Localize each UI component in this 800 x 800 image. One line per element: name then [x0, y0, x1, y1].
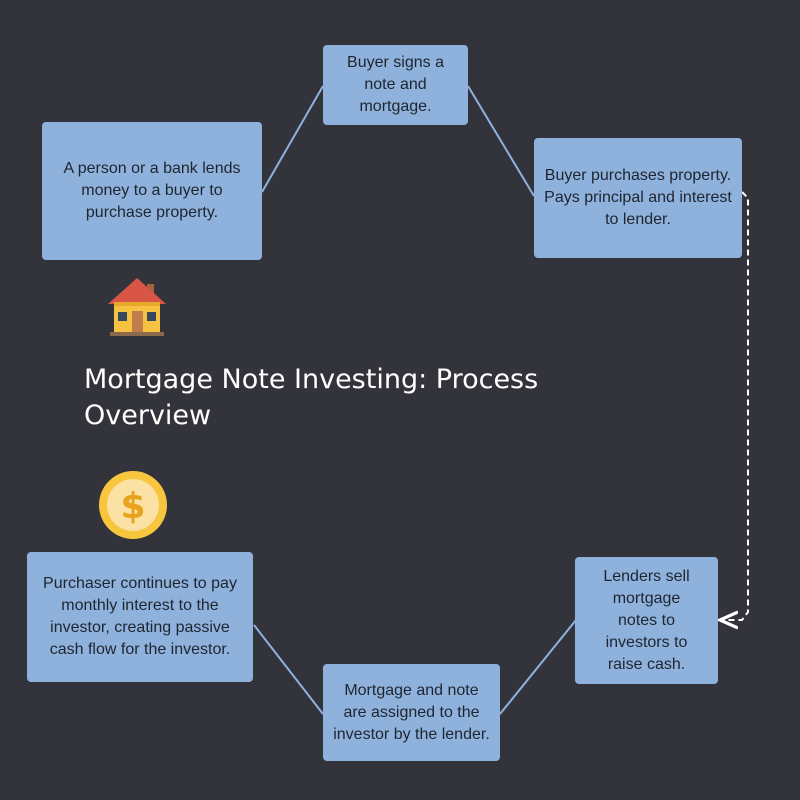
dollar-coin-icon: $ — [99, 471, 167, 539]
step-lenders-sell: Lenders sell mortgage notes to investors… — [575, 557, 718, 684]
step-lender-lends: A person or a bank lends money to a buye… — [42, 122, 262, 260]
step-buyer-signs: Buyer signs a note and mortgage. — [323, 45, 468, 125]
connector-lender-signs — [261, 85, 324, 193]
connector-purchase-sell-arrow — [722, 191, 749, 620]
step-mortgage-assigned-text: Mortgage and note are assigned to the in… — [333, 681, 490, 743]
house-icon — [108, 278, 166, 336]
connector-assigned-cashflow — [253, 624, 324, 715]
step-passive-cashflow-text: Purchaser continues to pay monthly inter… — [43, 575, 237, 658]
diagram-title: Mortgage Note Investing: Process Overvie… — [84, 364, 539, 431]
step-passive-cashflow: Purchaser continues to pay monthly inter… — [27, 552, 253, 682]
step-buyer-purchases: Buyer purchases property. Pays principal… — [534, 138, 742, 258]
svg-text:$: $ — [120, 486, 145, 527]
connector-sell-assigned — [499, 619, 577, 715]
step-mortgage-assigned: Mortgage and note are assigned to the in… — [323, 664, 500, 761]
step-lenders-sell-text: Lenders sell mortgage notes to investors… — [603, 567, 690, 673]
step-lender-lends-text: A person or a bank lends money to a buye… — [63, 160, 241, 221]
step-buyer-signs-text: Buyer signs a note and mortgage. — [347, 54, 444, 115]
step-buyer-purchases-text: Buyer purchases property. Pays principal… — [544, 167, 732, 228]
connector-signs-purchase — [467, 85, 535, 197]
